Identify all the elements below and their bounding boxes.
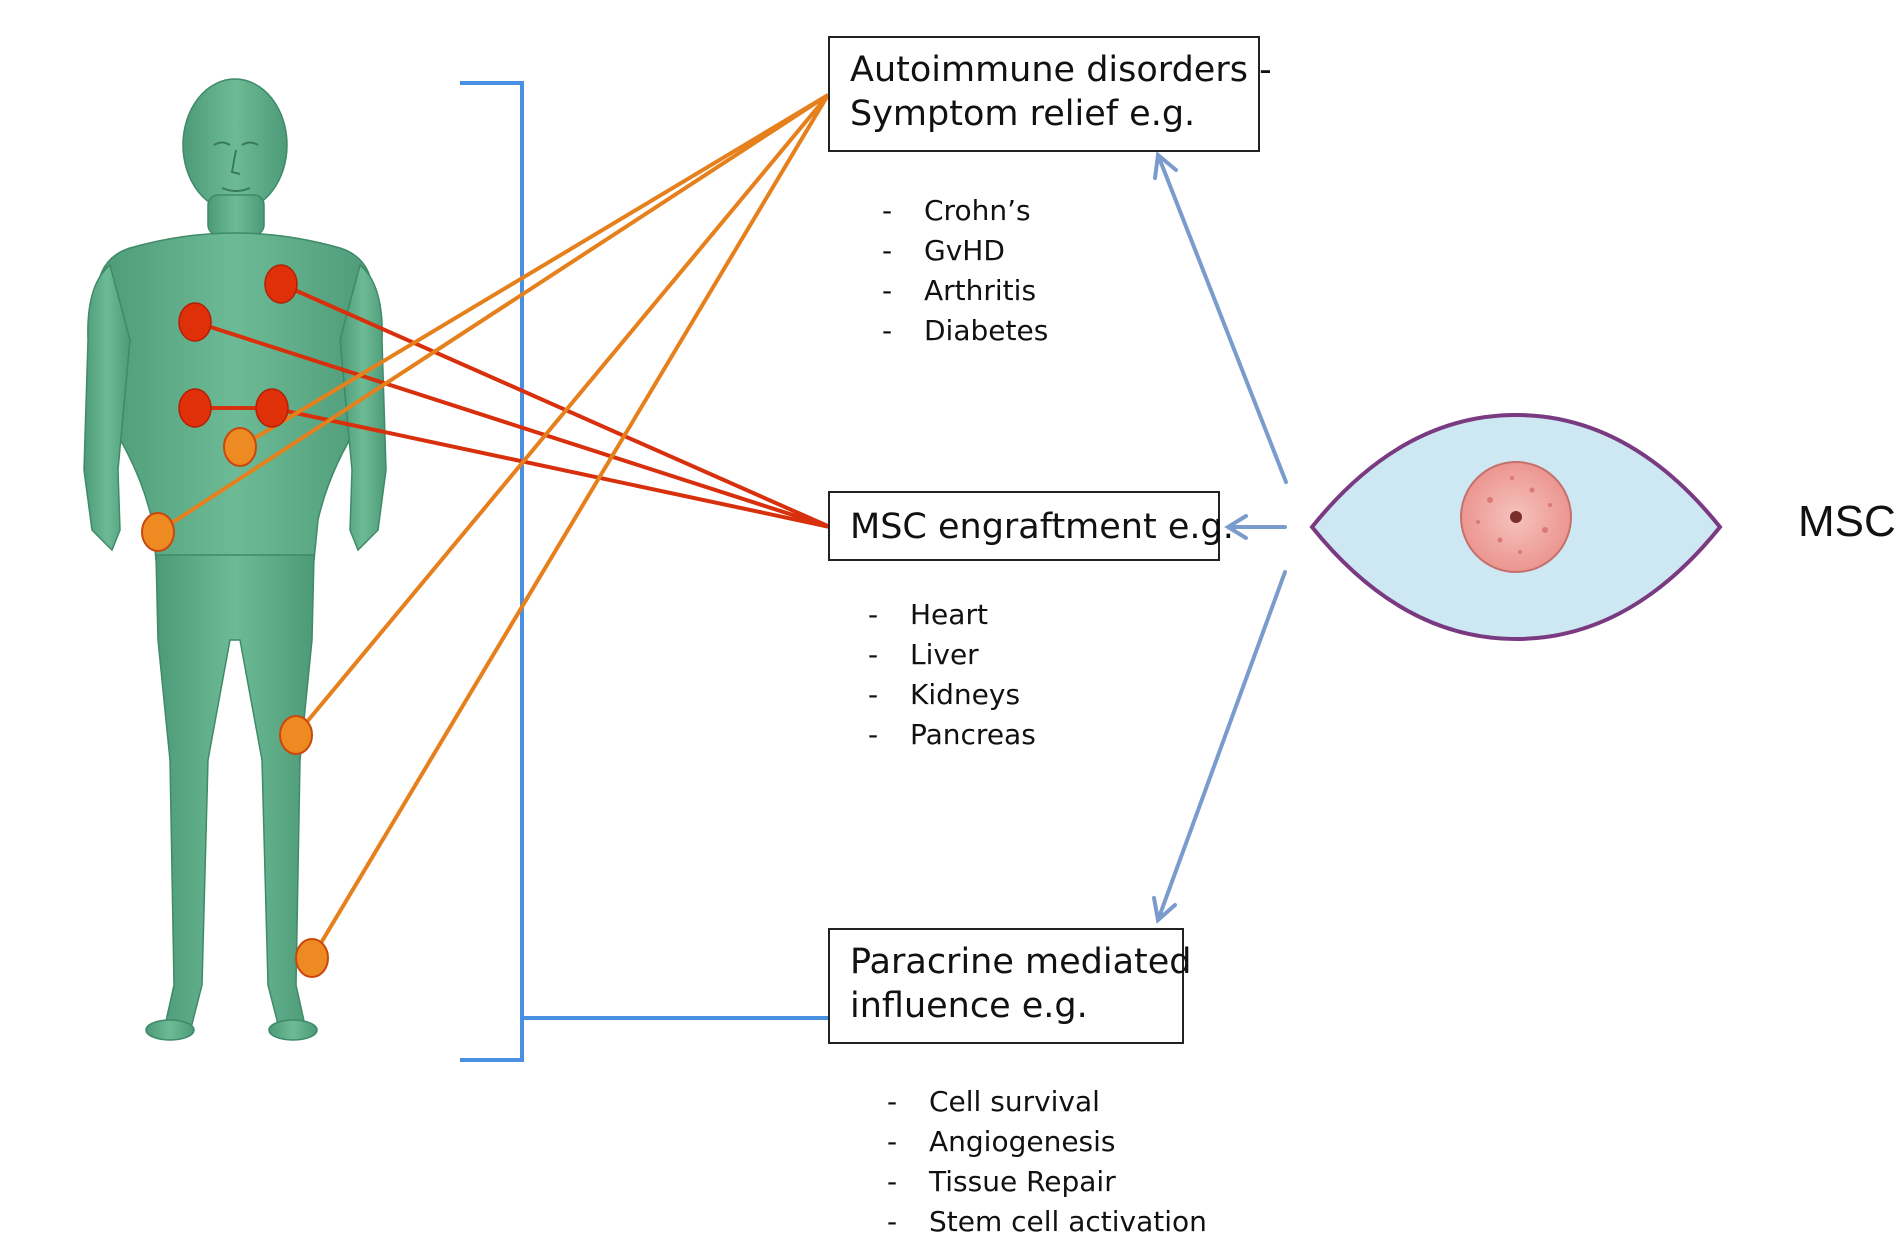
list-item: -GvHD	[882, 234, 1005, 267]
list-engraftment: -Heart -Liver -Kidneys -Pancreas	[868, 595, 1036, 755]
marker-hand	[141, 512, 175, 552]
nucleus-speckles	[1476, 476, 1552, 554]
msc-arrows	[1152, 151, 1288, 924]
arrow-to-autoimmune	[1156, 153, 1288, 484]
list-item: -Heart	[868, 598, 988, 631]
marker-heart	[264, 264, 298, 304]
face-features	[213, 141, 259, 192]
list-paracrine: -Cell survival -Angiogenesis -Tissue Rep…	[887, 1082, 1207, 1242]
engraftment-markers	[178, 264, 298, 428]
autoimmune-markers	[141, 427, 329, 978]
list-autoimmune: -Crohn’s -GvHD -Arthritis -Diabetes	[882, 191, 1048, 351]
list-item: -Liver	[868, 638, 979, 671]
list-item: -Angiogenesis	[887, 1125, 1116, 1158]
marker-ankle	[295, 938, 329, 978]
marker-pancreas	[223, 427, 257, 467]
list-item: -Kidneys	[868, 678, 1021, 711]
nucleolus	[1510, 511, 1522, 523]
box-paracrine: Paracrine mediated influence e.g.	[828, 928, 1192, 1044]
box-engraftment: MSC engraftment e.g.	[828, 491, 1234, 561]
box-autoimmune-line2: Symptom relief e.g.	[850, 94, 1196, 134]
box-paracrine-line1: Paracrine mediated	[850, 942, 1192, 982]
marker-kidney-right	[255, 388, 289, 428]
msc-label: MSC	[1798, 497, 1896, 546]
list-item: -Crohn’s	[882, 194, 1031, 227]
list-item: -Arthritis	[882, 274, 1037, 307]
list-item: -Pancreas	[868, 718, 1036, 751]
box-autoimmune: Autoimmune disorders - Symptom relief e.…	[828, 36, 1272, 152]
autoimmune-connectors	[156, 93, 830, 960]
human-body-figure	[83, 78, 387, 1041]
bracket	[460, 81, 524, 1062]
marker-knee	[279, 715, 313, 755]
box-engraftment-line1: MSC engraftment e.g.	[850, 507, 1234, 547]
marker-kidney-left	[178, 388, 212, 428]
box-paracrine-line2: influence e.g.	[850, 986, 1088, 1026]
list-item: -Tissue Repair	[887, 1165, 1116, 1198]
msc-cell	[1309, 412, 1723, 642]
arrow-to-paracrine	[1156, 570, 1287, 922]
box-autoimmune-line1: Autoimmune disorders -	[850, 50, 1272, 90]
engraftment-connectors	[194, 282, 831, 529]
marker-liver	[178, 302, 212, 342]
list-item: -Cell survival	[887, 1085, 1100, 1118]
list-item: -Diabetes	[882, 314, 1049, 347]
list-item: -Stem cell activation	[887, 1205, 1207, 1238]
